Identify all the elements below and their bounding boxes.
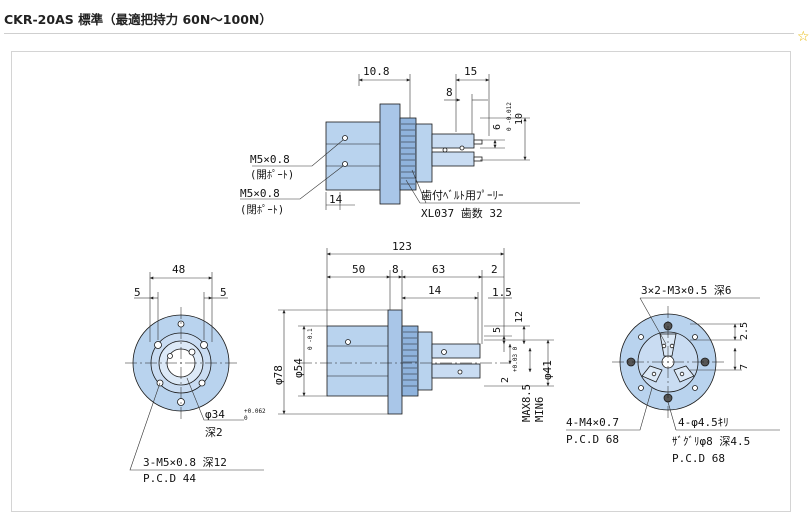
pulley-spec: XL037 歯数 32 (421, 207, 503, 220)
pcd-68-right: P.C.D 68 (672, 452, 725, 465)
dim-1-5: 1.5 (492, 286, 512, 299)
left-view-labels: 48 5 5 φ34 +0.062 0 深2 3-M5×0.8 深12 P.C.… (134, 263, 266, 485)
dim-10-8: 10.8 (363, 65, 390, 78)
front-pulley (401, 325, 419, 397)
dim-5-front: 5 (492, 327, 503, 333)
right-view-dimensions (566, 297, 780, 431)
side-view-labels: 10.8 15 8 6 0 -0.012 10 14 M5×0.8 (開ﾎﾟｰﾄ… (240, 65, 525, 220)
port-close-2: M5×0.8 (240, 187, 280, 200)
dia-34: φ34 (205, 408, 225, 421)
dim-15: 15 (464, 65, 477, 78)
dim-2: 2 (491, 263, 498, 276)
dim-8-front: 8 (392, 263, 399, 276)
port-open-1-note: (開ﾎﾟｰﾄ) (250, 169, 294, 181)
left-view (125, 307, 237, 419)
dim-123: 123 (392, 240, 412, 253)
dim-7: 7 (739, 364, 750, 370)
front-gripper (417, 331, 433, 391)
page-title: CKR-20AS 標準（最適把持力 60N～100N） (4, 12, 272, 27)
hole-label: 4-φ4.5ｷﾘ (678, 416, 729, 429)
dim-10: 10 (514, 113, 525, 125)
depth-2: 深2 (205, 426, 223, 439)
front-view-labels: 123 50 8 63 2 14 1.5 5 12 φ78 φ54 0 -0.1… (272, 240, 554, 422)
counterbore-label: ｻﾞｸﾞﾘφ8 深4.5 (672, 435, 750, 448)
dia-54: φ54 (292, 358, 305, 378)
tap-left-right: 4-M4×0.7 (566, 416, 619, 429)
right-view-labels: 3×2-M3×0.5 深6 2.5 7 4-M4×0.7 P.C.D 68 4-… (566, 284, 750, 465)
tap-label-left: 3-M5×0.8 深12 (143, 456, 227, 469)
dim-50: 50 (352, 263, 365, 276)
tol-6: 0 -0.012 (506, 102, 513, 131)
tol-34-low: 0 (244, 415, 248, 422)
side-view (325, 103, 483, 205)
dim-63: 63 (432, 263, 445, 276)
left-view-dimensions (129, 272, 264, 471)
dia-41: φ41 (541, 360, 554, 380)
finger-lower (431, 151, 475, 167)
front-view-dimensions (278, 248, 554, 415)
front-view (300, 309, 510, 415)
stroke-min: MIN6 (534, 397, 546, 422)
front-finger-lower (431, 363, 481, 379)
stroke-max: MAX8.5 (521, 384, 533, 422)
front-body (326, 325, 398, 397)
star-icon[interactable]: ☆ (797, 29, 810, 45)
pcd-68-left: P.C.D 68 (566, 433, 619, 446)
dim-12-front: 12 (514, 311, 525, 323)
tol-2: +0.03 0 (512, 346, 519, 372)
tap-top: 3×2-M3×0.5 深6 (641, 284, 731, 297)
front-flange (387, 309, 403, 415)
port-open-1: M5×0.8 (250, 153, 290, 166)
dia-78: φ78 (272, 365, 285, 385)
dim-2-5: 2.5 (739, 322, 750, 340)
flange (379, 103, 401, 205)
dim-5-left-b: 5 (220, 286, 227, 299)
dim-14-front: 14 (428, 284, 442, 297)
front-finger-upper (431, 343, 481, 359)
tol-54: 0 -0.1 (307, 328, 314, 350)
pcd-44: P.C.D 44 (143, 472, 196, 485)
dim-2-tol: 2 (500, 377, 511, 383)
dim-48: 48 (172, 263, 185, 276)
right-view (612, 306, 724, 418)
header-divider (4, 33, 794, 34)
dim-5-left-a: 5 (134, 286, 141, 299)
dim-14: 14 (329, 193, 343, 206)
jaw-top (659, 333, 677, 357)
dim-6: 6 (492, 124, 503, 130)
dim-8: 8 (446, 86, 453, 99)
finger-upper (431, 133, 475, 149)
gripper-body (415, 123, 433, 183)
page-header: CKR-20AS 標準（最適把持力 60N～100N） ☆ (0, 0, 811, 44)
pulley-label: 歯付ﾍﾞﾙﾄ用ﾌﾟｰﾘｰ (421, 189, 504, 202)
tol-34: +0.062 (244, 408, 266, 415)
side-view-dimensions (240, 74, 580, 210)
port-close-2-note: (閉ﾎﾟｰﾄ) (240, 204, 284, 216)
